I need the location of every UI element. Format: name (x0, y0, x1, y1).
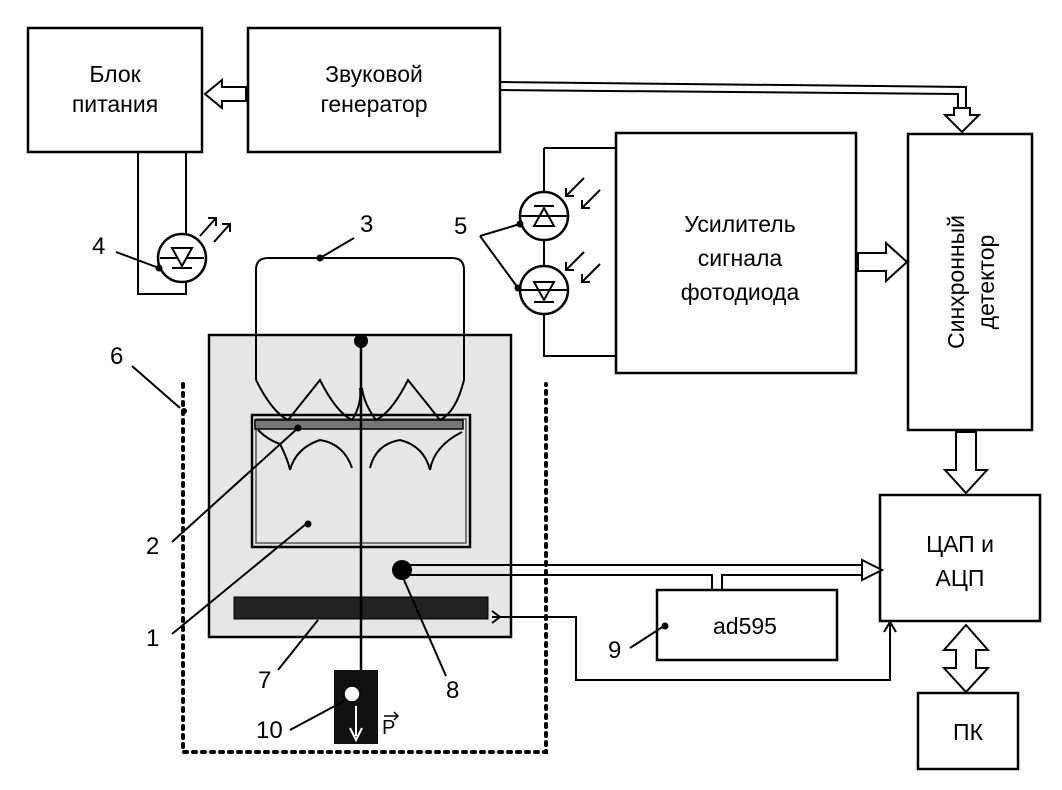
chamber (181, 333, 548, 754)
label-3: 3 (360, 211, 373, 238)
ad595-block: ad595 (655, 588, 839, 662)
amplifier-label-line2: сигнала (698, 245, 783, 271)
pressure-sensor-10: P (334, 670, 400, 744)
label-6: 6 (110, 343, 123, 370)
pc-block: ПК (916, 691, 1020, 771)
sync-label-line1: Синхронный (943, 215, 969, 349)
sync-detector-block: Синхронный детектор (906, 132, 1034, 432)
amplifier-label-line3: фотодиода (681, 279, 800, 305)
label-9: 9 (608, 637, 621, 664)
label-8: 8 (446, 677, 459, 704)
arrow-dac-pc (941, 623, 991, 694)
power-supply-block: Блок питания (26, 26, 204, 154)
pc-label: ПК (953, 719, 984, 745)
ad595-label: ad595 (713, 613, 777, 639)
callout-labels: 3 4 5 6 2 1 7 8 9 10 (92, 211, 665, 744)
label-1: 1 (146, 625, 159, 652)
sound-generator-block: Звуковой генератор (246, 26, 502, 154)
label-4: 4 (92, 233, 105, 260)
label-7: 7 (258, 667, 271, 694)
label-2: 2 (146, 533, 159, 560)
generator-label-line1: Звуковой (325, 61, 423, 87)
amplifier-label-line1: Усилитель (684, 211, 795, 237)
arrow-generator-to-power (203, 77, 247, 111)
line-generator-to-sync (499, 81, 982, 134)
led-4 (137, 152, 231, 295)
label-5: 5 (454, 213, 467, 240)
generator-label-line2: генератор (320, 91, 427, 117)
sync-label-line2: детектор (973, 235, 999, 330)
dac-adc-block: ЦАП и АЦП (878, 493, 1042, 623)
amplifier-block: Усилитель сигнала фотодиода (614, 131, 858, 375)
pressure-vector-label: P (382, 717, 395, 739)
label-10: 10 (256, 717, 283, 744)
photodiodes-5 (479, 147, 616, 357)
arrow-amplifier-to-sync (857, 240, 909, 284)
dac-label-line1: ЦАП и (926, 531, 994, 557)
dac-label-line2: АЦП (936, 565, 985, 591)
thermocouple-lines (410, 558, 885, 590)
power-supply-label-line2: питания (72, 91, 158, 117)
power-supply-label-line1: Блок (89, 61, 141, 87)
arrow-sync-to-dac (942, 431, 990, 495)
heater-control-line (491, 610, 897, 681)
